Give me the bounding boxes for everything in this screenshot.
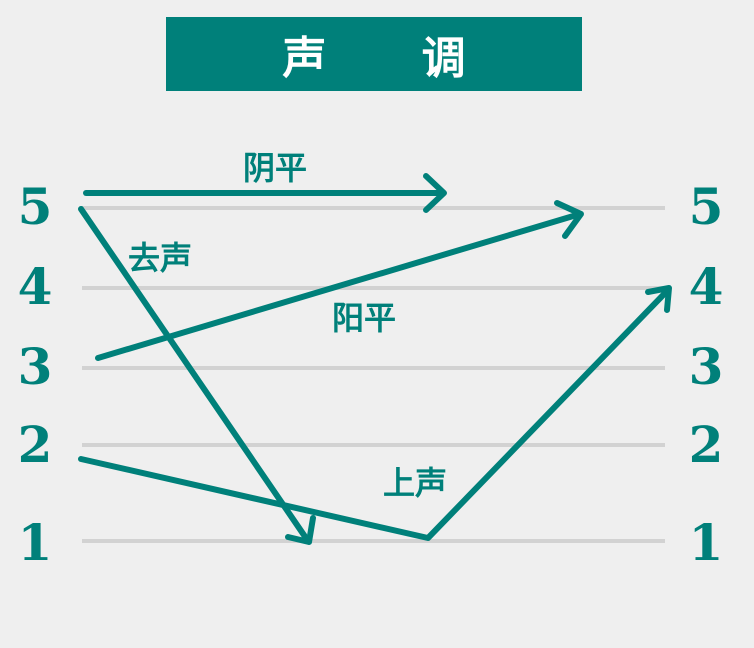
label-yangping: 阳平 <box>332 299 397 337</box>
tone-arrow-qusheng <box>78 206 316 545</box>
label-yinping: 阴平 <box>243 149 308 187</box>
left-scale-2: 2 <box>17 415 53 474</box>
label-shangsheng: 上声 <box>383 464 448 502</box>
right-scale-5: 5 <box>688 177 724 236</box>
left-scale-3: 3 <box>17 337 53 396</box>
right-scale-2: 2 <box>688 415 724 474</box>
label-qusheng: 去声 <box>128 239 193 277</box>
right-scale-3: 3 <box>688 337 724 396</box>
right-scale-1: 1 <box>688 513 724 572</box>
tone-arrow-shangsheng <box>78 285 672 541</box>
right-scale-4: 4 <box>688 257 724 316</box>
tone-arrow-yinping <box>83 173 447 213</box>
left-scale-1: 1 <box>17 513 53 572</box>
left-scale-4: 4 <box>17 257 53 316</box>
title-banner: 声 调 <box>166 17 582 91</box>
left-scale-5: 5 <box>17 177 53 236</box>
tone-arrow-yangping <box>95 200 584 361</box>
